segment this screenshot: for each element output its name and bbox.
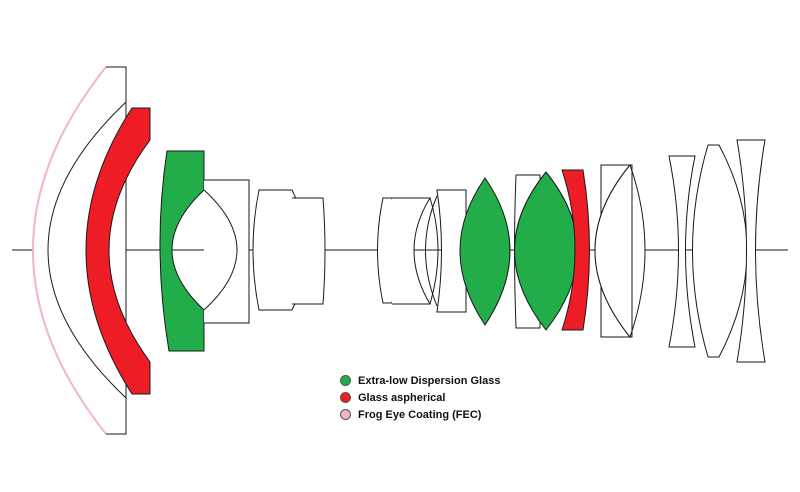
lens-element-11 bbox=[594, 163, 646, 339]
legend: Extra-low Dispersion Glass Glass aspheri… bbox=[340, 372, 500, 423]
legend-label: Glass aspherical bbox=[358, 391, 446, 404]
legend-item-ed: Extra-low Dispersion Glass bbox=[340, 372, 500, 389]
lens-element-10-aspherical bbox=[561, 169, 590, 331]
lens-element-1 bbox=[32, 66, 127, 435]
lens-element-13 bbox=[692, 144, 748, 358]
lens-element-3-ed bbox=[159, 150, 205, 352]
lens-element-2-aspherical bbox=[85, 107, 151, 395]
pink-dot-icon bbox=[340, 409, 351, 420]
lens-element-9-ed bbox=[514, 171, 578, 331]
legend-label: Frog Eye Coating (FEC) bbox=[358, 408, 482, 421]
lens-element-8-ed bbox=[459, 177, 511, 326]
legend-item-fec: Frog Eye Coating (FEC) bbox=[340, 406, 500, 423]
lens-element-5 bbox=[252, 189, 326, 311]
lens-element-4 bbox=[203, 179, 250, 324]
green-dot-icon bbox=[340, 375, 351, 386]
legend-item-aspherical: Glass aspherical bbox=[340, 389, 500, 406]
legend-label: Extra-low Dispersion Glass bbox=[358, 374, 501, 387]
lens-element-12 bbox=[668, 155, 696, 348]
lens-element-7 bbox=[425, 189, 467, 313]
lens-element-6 bbox=[377, 197, 439, 305]
red-dot-icon bbox=[340, 392, 351, 403]
fec-coating bbox=[32, 66, 107, 435]
lens-element-14 bbox=[736, 139, 766, 363]
